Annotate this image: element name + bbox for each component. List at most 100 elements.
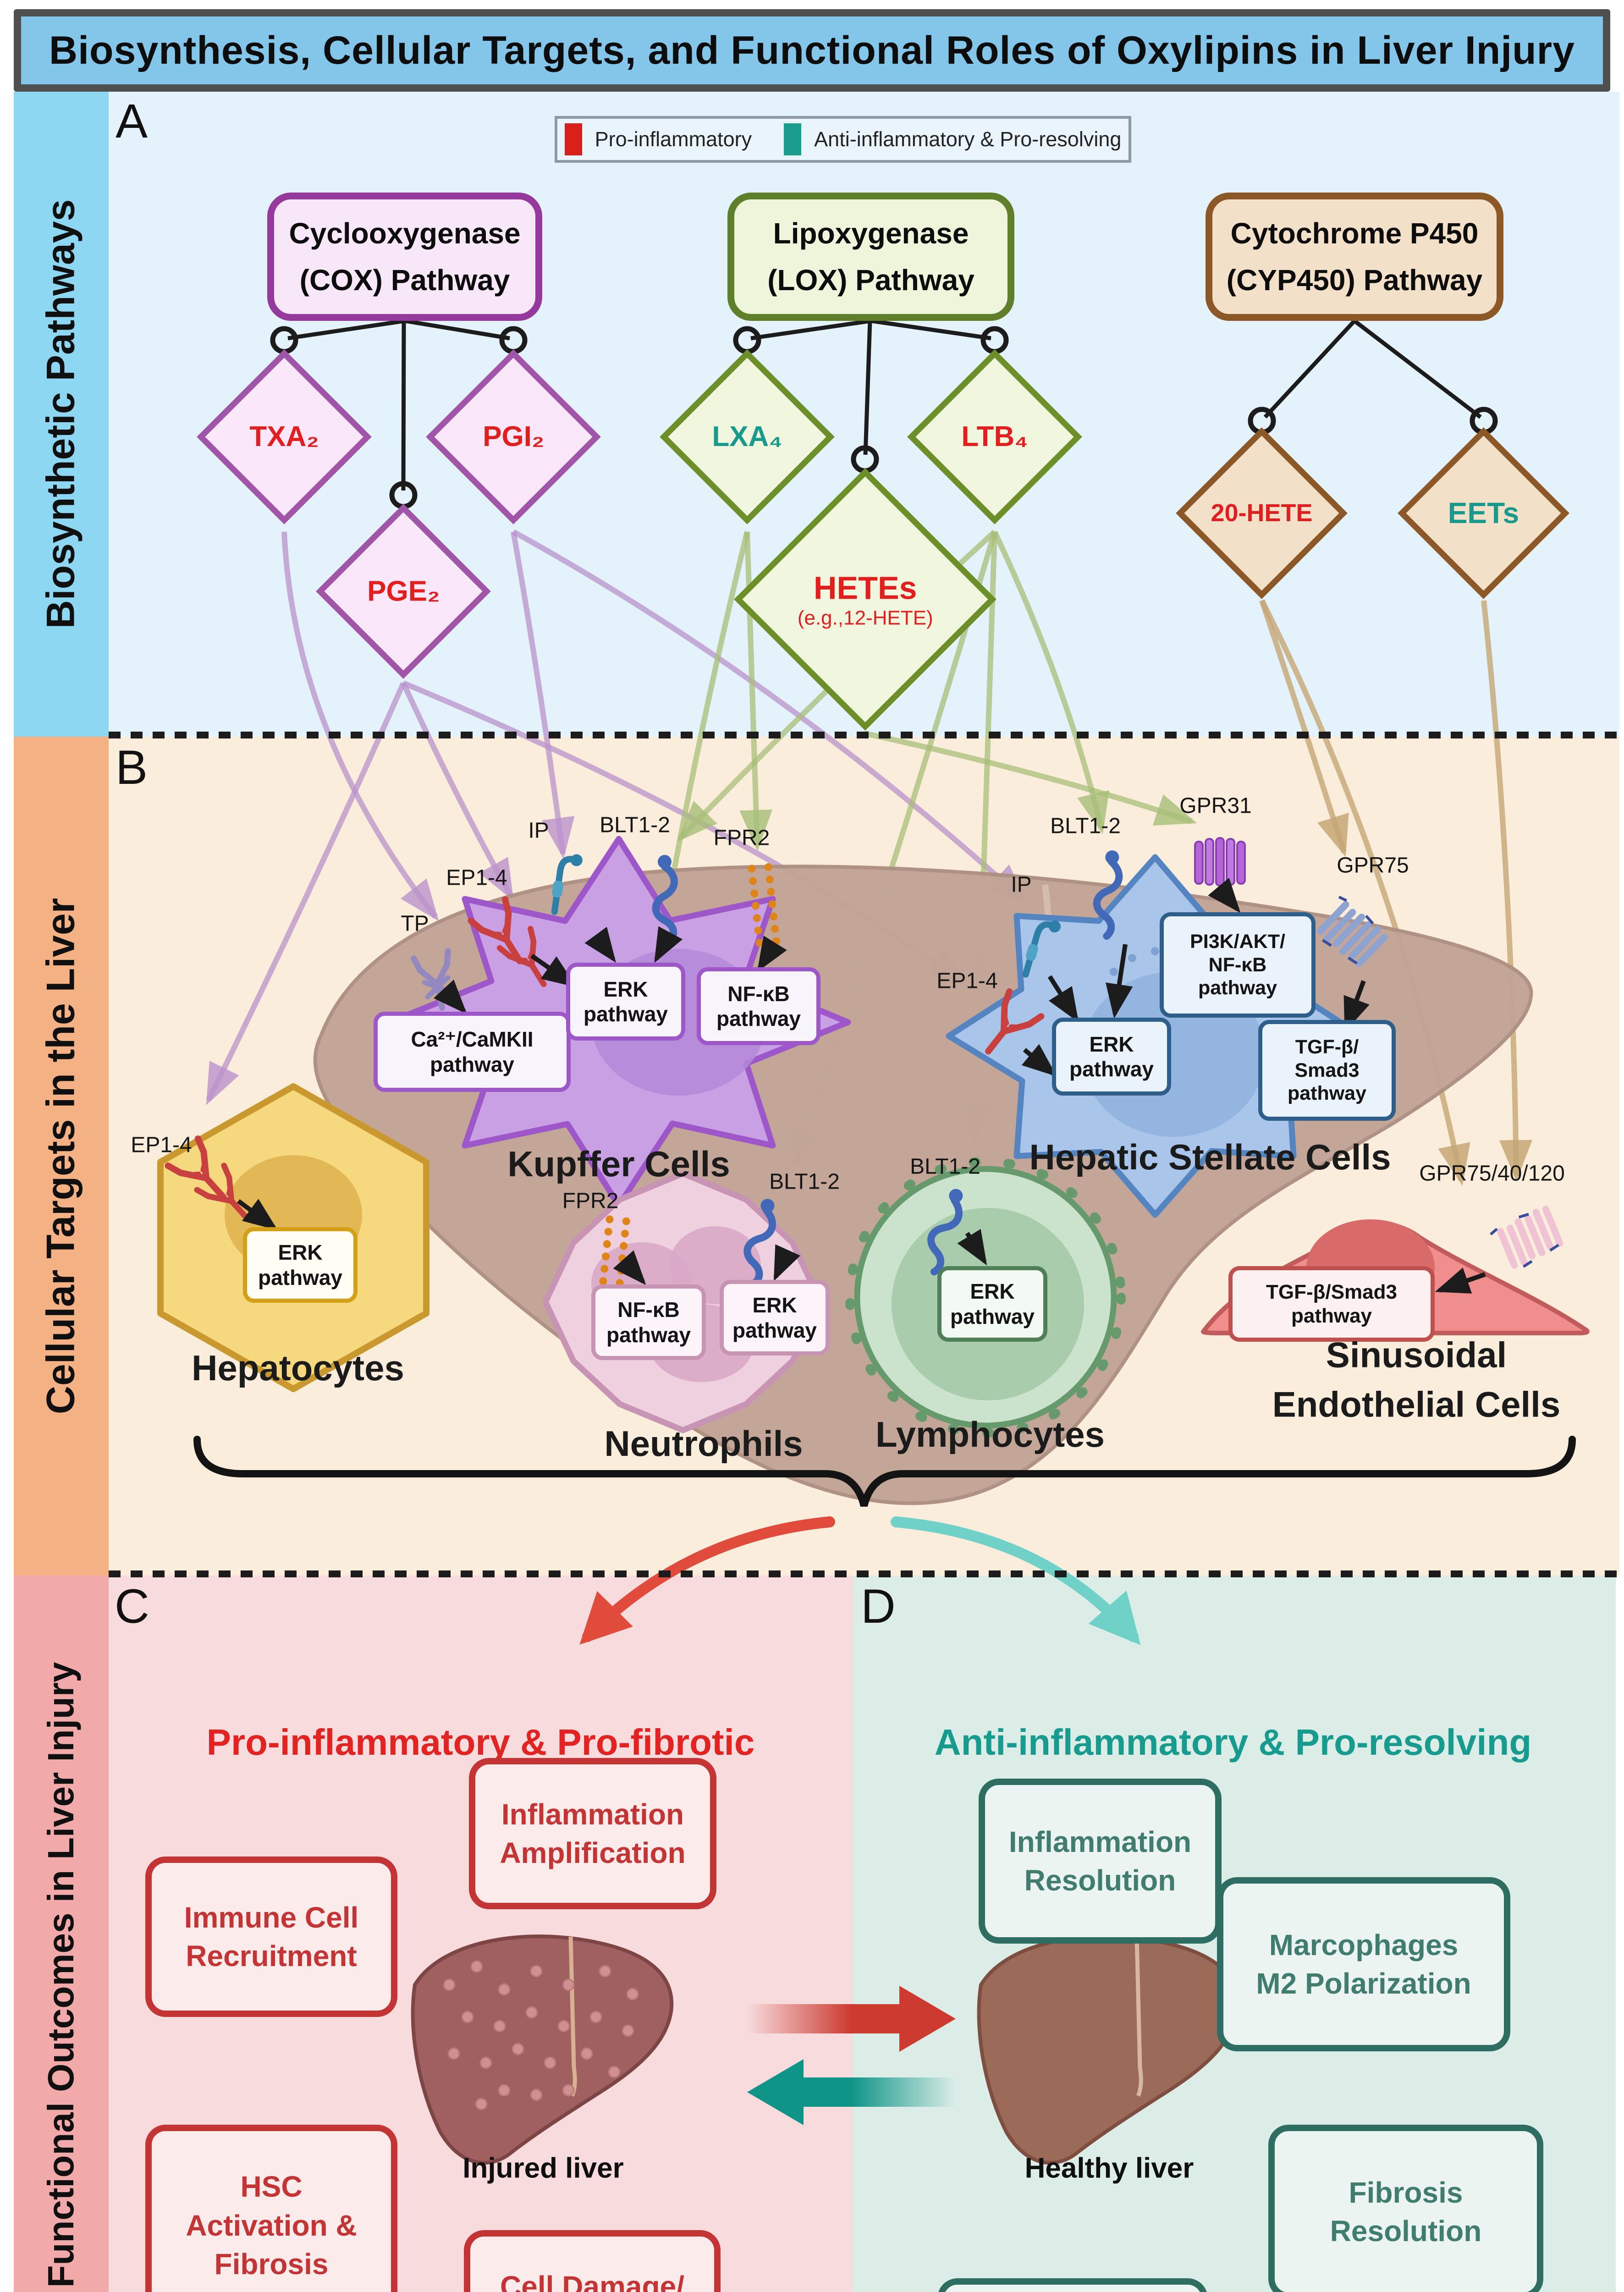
cyp-line1: Cytochrome P450 bbox=[1230, 216, 1479, 250]
erk-line1: ERK bbox=[603, 977, 648, 1001]
mediator-hetes-label: HETEs bbox=[813, 569, 917, 606]
erk-hep-line1: ERK bbox=[278, 1240, 323, 1265]
divider-a-b bbox=[109, 732, 1619, 738]
nfkb-neu-line2: pathway bbox=[606, 1322, 691, 1347]
panel-letter-c: C bbox=[115, 1580, 149, 1633]
sidebar-a bbox=[14, 92, 109, 737]
outcome-box-tissue-repair: Tissue Repair bbox=[937, 2278, 1208, 2292]
receptor-label-blt12-hsc: BLT1-2 bbox=[1050, 814, 1121, 838]
pi3k-akt-nfkb-pathway-box-hsc: PI3K/AKT/ NF-κB pathway bbox=[1160, 912, 1316, 1018]
erk-neu-line2: pathway bbox=[732, 1318, 817, 1342]
legend-anti-label: Anti-inflammatory & Pro-resolving bbox=[814, 127, 1122, 151]
nfkb-pathway-box-kupffer: NF-κB pathway bbox=[697, 967, 820, 1045]
cox-line2: (COX) Pathway bbox=[299, 264, 510, 297]
erk-hsc-line1: ERK bbox=[1089, 1032, 1134, 1056]
d3-line1: Fibrosis bbox=[1349, 2176, 1463, 2209]
c3-line3: Fibrosis bbox=[214, 2248, 329, 2281]
heading-anti-inflammatory: Anti-inflammatory & Pro-resolving bbox=[934, 1722, 1532, 1763]
outcome-box-fibrosis-resolution: Fibrosis Resolution bbox=[1268, 2125, 1543, 2292]
pathway-box-cyp450: Cytochrome P450 (CYP450) Pathway bbox=[1206, 193, 1503, 321]
panel-letter-a: A bbox=[116, 94, 148, 148]
c3-line1: HSC bbox=[240, 2170, 303, 2204]
d3-line2: Resolution bbox=[1330, 2215, 1482, 2248]
pathway-box-lox: Lipoxygenase (LOX) Pathway bbox=[727, 193, 1014, 321]
d2-line2: M2 Polarization bbox=[1256, 1967, 1471, 2000]
tgfb-hsc-line2: Smad3 bbox=[1294, 1059, 1360, 1081]
legend: Pro-inflammatory Anti-inflammatory & Pro… bbox=[555, 116, 1131, 163]
receptor-label-ip-kupffer: IP bbox=[528, 818, 549, 843]
cell-name-sec: Sinusoidal Endothelial Cells bbox=[1272, 1330, 1560, 1429]
d1-line1: Inflammation bbox=[1008, 1825, 1192, 1858]
erk-pathway-box-neutrophil: ERK pathway bbox=[720, 1280, 830, 1355]
receptor-label-blt12-lymphocyte: BLT1-2 bbox=[910, 1154, 980, 1179]
injured-liver-label: Injured liver bbox=[462, 2152, 624, 2184]
erk-hsc-line2: pathway bbox=[1069, 1057, 1154, 1081]
erk-pathway-box-hsc: ERK pathway bbox=[1052, 1018, 1171, 1096]
c2-line1: Immune Cell bbox=[184, 1901, 359, 1934]
pi3k-line1: PI3K/AKT/ bbox=[1190, 930, 1285, 953]
divider-b-cd bbox=[109, 1570, 1619, 1577]
c2-line2: Recruitment bbox=[186, 1939, 357, 1972]
ca-line2: pathway bbox=[429, 1052, 515, 1076]
pathway-box-cox: Cyclooxygenase (COX) Pathway bbox=[267, 193, 542, 321]
receptor-label-tp: TP bbox=[401, 911, 429, 936]
sec-name-line2: Endothelial Cells bbox=[1272, 1384, 1561, 1424]
receptor-label-ep14-hsc: EP1-4 bbox=[936, 969, 998, 993]
erk-hep-line2: pathway bbox=[258, 1265, 343, 1289]
figure-title-bar: Biosynthesis, Cellular Targets, and Func… bbox=[14, 9, 1610, 92]
erk-pathway-box-hepatocyte: ERK pathway bbox=[243, 1227, 358, 1303]
sec-name-line1: Sinusoidal bbox=[1326, 1334, 1507, 1375]
cox-line1: Cyclooxygenase bbox=[289, 216, 521, 250]
outcome-box-macrophages-m2: Marcophages M2 Polarization bbox=[1217, 1877, 1510, 2051]
outcome-box-immune-cell-recruitment: Immune Cell Recruitment bbox=[145, 1857, 397, 2017]
erk-pathway-box-kupffer: ERK pathway bbox=[566, 963, 685, 1041]
anti-inflammatory-swatch-icon bbox=[784, 123, 802, 155]
sidebar-b bbox=[14, 737, 109, 1576]
tgfb-sec-line1: TGF-β/Smad3 bbox=[1266, 1280, 1397, 1303]
pro-inflammatory-swatch-icon bbox=[564, 123, 582, 155]
receptor-label-fpr2-neutrophil: FPR2 bbox=[562, 1189, 619, 1213]
mediator-20hete-label: 20-HETE bbox=[1211, 499, 1313, 527]
tgfb-hsc-line3: pathway bbox=[1287, 1082, 1367, 1105]
receptor-label-gpr75-40-120: GPR75/40/120 bbox=[1419, 1161, 1565, 1186]
figure-title: Biosynthesis, Cellular Targets, and Func… bbox=[49, 28, 1575, 72]
ca-camkii-pathway-box-kupffer: Ca²⁺/CaMKII pathway bbox=[374, 1012, 571, 1092]
c1-line1: Inflammation bbox=[501, 1797, 684, 1831]
receptor-label-ip-hsc: IP bbox=[1011, 872, 1032, 897]
cell-name-hsc: Hepatic Stellate Cells bbox=[1029, 1137, 1391, 1178]
erk-line2: pathway bbox=[583, 1002, 668, 1026]
cell-name-hepatocytes: Hepatocytes bbox=[192, 1348, 404, 1388]
mediator-txa2-label: TXA₂ bbox=[249, 421, 319, 453]
cell-name-neutrophils: Neutrophils bbox=[604, 1423, 803, 1464]
mediator-pge2-label: PGE₂ bbox=[367, 575, 440, 607]
receptor-label-fpr2-kupffer: FPR2 bbox=[713, 826, 770, 850]
receptor-label-ep14-kupffer: EP1-4 bbox=[446, 865, 507, 890]
outcome-box-cell-damage-apoptosis: Cell Damage/ Apoptosis bbox=[464, 2230, 721, 2292]
receptor-label-gpr31: GPR31 bbox=[1179, 793, 1252, 818]
c1-line2: Amplification bbox=[500, 1836, 686, 1869]
lox-line1: Lipoxygenase bbox=[773, 216, 969, 250]
healthy-liver-label: Healthy liver bbox=[1024, 2152, 1194, 2184]
cell-name-kupffer: Kupffer Cells bbox=[507, 1144, 730, 1185]
legend-item-anti-inflammatory: Anti-inflammatory & Pro-resolving bbox=[784, 123, 1121, 155]
legend-pro-label: Pro-inflammatory bbox=[595, 127, 752, 151]
sidebar-cd bbox=[14, 1576, 109, 2292]
heading-pro-inflammatory: Pro-inflammatory & Pro-fibrotic bbox=[206, 1722, 755, 1763]
d2-line1: Marcophages bbox=[1269, 1928, 1459, 1961]
receptor-label-ep14-hepatocyte: EP1-4 bbox=[131, 1133, 192, 1157]
cyp-line2: (CYP450) Pathway bbox=[1226, 264, 1483, 297]
receptor-label-blt12-neutrophil: BLT1-2 bbox=[769, 1169, 840, 1194]
mediator-pgi2-label: PGI₂ bbox=[482, 421, 545, 453]
erk-lym-line1: ERK bbox=[970, 1279, 1015, 1304]
ca-line1: Ca²⁺/CaMKII bbox=[411, 1027, 534, 1052]
nfkb-neu-line1: NF-κB bbox=[617, 1298, 680, 1322]
c4-line1: Cell Damage/ bbox=[500, 2270, 684, 2292]
nfkb-line2: pathway bbox=[716, 1007, 801, 1030]
legend-item-pro-inflammatory: Pro-inflammatory bbox=[564, 123, 752, 155]
erk-neu-line1: ERK bbox=[752, 1293, 797, 1317]
mediator-ltb4-label: LTB₄ bbox=[961, 421, 1028, 453]
erk-lym-line2: pathway bbox=[950, 1304, 1035, 1328]
mediator-lxa4-label: LXA₄ bbox=[712, 421, 782, 453]
pi3k-line3: pathway bbox=[1198, 977, 1277, 999]
